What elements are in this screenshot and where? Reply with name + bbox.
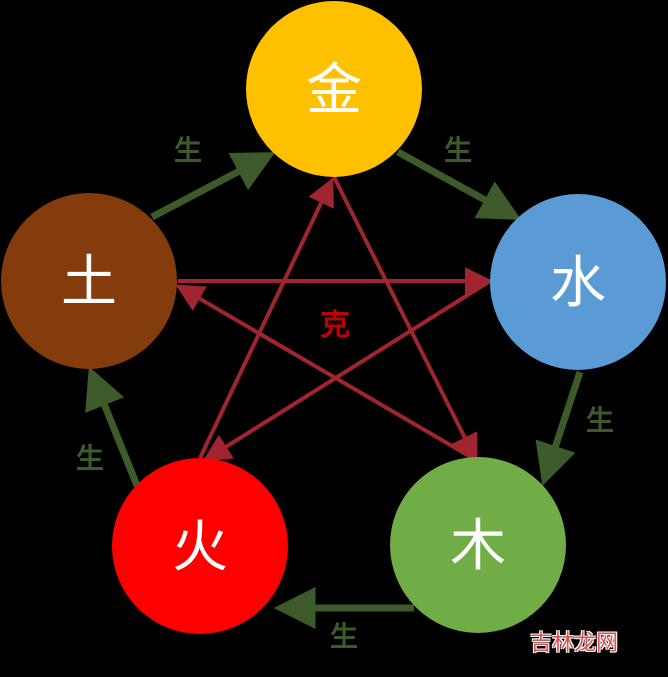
element-circle-metal bbox=[246, 1, 422, 177]
ke-arrow-water-fire bbox=[202, 279, 492, 462]
element-circle-earth bbox=[1, 193, 177, 369]
element-label-wood: 木 bbox=[450, 514, 506, 579]
ke-arrow-fire-metal bbox=[198, 177, 334, 459]
sheng-arrow-earth-metal bbox=[150, 152, 276, 221]
sheng-label-water-wood: 生 bbox=[586, 404, 614, 437]
sheng-arrow-fire-earth bbox=[85, 366, 142, 490]
watermark: 吉林龙网 bbox=[530, 631, 619, 656]
ke-cycle-lines bbox=[175, 176, 493, 463]
element-circles: 金水木 火 土 bbox=[1, 1, 666, 634]
sheng-arrow-water-wood bbox=[535, 370, 584, 486]
element-circle-wood bbox=[390, 457, 566, 633]
element-circle-water bbox=[490, 194, 666, 370]
sheng-cycle-lines bbox=[85, 148, 584, 629]
element-label-metal: 金 bbox=[306, 58, 362, 123]
sheng-label-wood-fire: 生 bbox=[330, 620, 358, 653]
ke-arrow-wood-earth bbox=[175, 284, 478, 462]
sheng-label-earth-metal: 生 bbox=[174, 134, 202, 167]
element-label-fire: 火 bbox=[172, 515, 228, 580]
sheng-label-metal-water: 生 bbox=[444, 134, 472, 167]
sheng-arrow-metal-water bbox=[396, 148, 522, 221]
ke-label: 克 bbox=[320, 308, 350, 343]
sheng-label-fire-earth: 生 bbox=[76, 442, 104, 475]
element-label-earth: 土 bbox=[61, 250, 117, 315]
ke-arrow-metal-wood bbox=[332, 176, 478, 463]
element-label-water: 水 bbox=[550, 251, 606, 316]
element-circle-fire bbox=[112, 458, 288, 634]
